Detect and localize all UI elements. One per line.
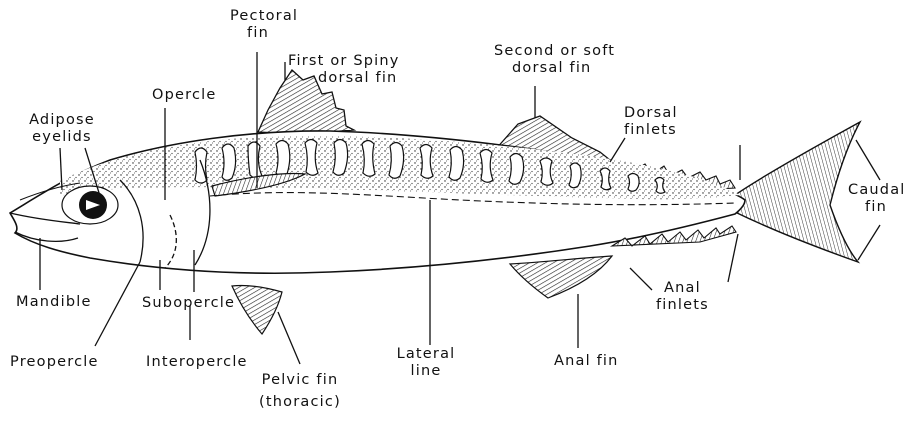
pelvic-fin-leader (278, 312, 300, 364)
label-caudal-fin: Caudal fin (848, 182, 904, 216)
label-dorsal-finlets: Dorsal finlets (624, 105, 678, 139)
label-subopercle: Subopercle (142, 295, 235, 312)
caudal-fin-leader-1 (856, 140, 880, 180)
label-second-dorsal-fin: Second or soft dorsal fin (494, 43, 615, 77)
label-interopercle: Interopercle (146, 354, 248, 371)
label-anal-finlets: Anal finlets (656, 280, 709, 314)
label-first-dorsal-fin: First or Spiny dorsal fin (288, 53, 400, 87)
anal-finlets-leader-1 (630, 268, 652, 290)
label-preopercle: Preopercle (10, 354, 99, 371)
pelvic-fin (232, 285, 282, 334)
caudal-fin-leader-2 (858, 225, 880, 260)
preopercle-leader (95, 262, 140, 346)
anal-fin (510, 256, 612, 298)
anal-finlets-leader-2 (728, 234, 738, 282)
label-mandible: Mandible (16, 294, 92, 311)
label-pelvic-fin: Pelvic fin (thoracic) (258, 372, 342, 411)
label-adipose-eyelids: Adipose eyelids (18, 112, 106, 146)
label-opercle: Opercle (152, 87, 217, 104)
label-lateral-line: Lateral line (386, 346, 466, 380)
label-anal-fin: Anal fin (554, 353, 619, 370)
label-pectoral-fin: Pectoral fin (230, 8, 286, 42)
dorsal-finlets-leader (610, 138, 625, 162)
caudal-fin (735, 122, 860, 262)
